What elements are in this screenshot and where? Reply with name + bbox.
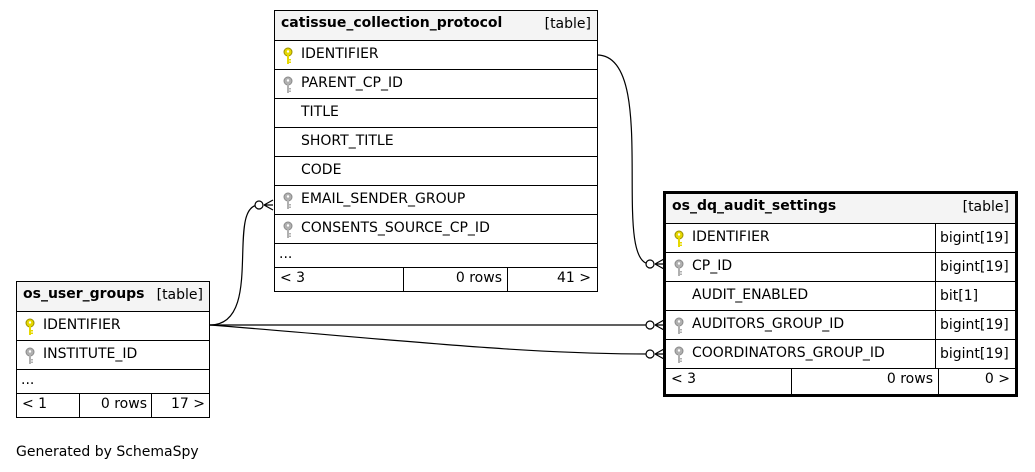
column-name: INSTITUTE_ID [43, 346, 138, 362]
column-row[interactable]: IDENTIFIER [275, 41, 597, 70]
column-row[interactable]: AUDITORS_GROUP_ID bigint[19] [666, 311, 1015, 340]
table-header: catissue_collection_protocol [table] [275, 11, 597, 41]
column-list: IDENTIFIER INSTITUTE_ID [17, 312, 209, 370]
foreign-key-icon [282, 221, 294, 239]
link-cp-id [596, 54, 651, 265]
column-name: CODE [301, 162, 342, 178]
column-name: AUDIT_ENABLED [692, 287, 809, 303]
column-name: TITLE [301, 104, 339, 120]
row-count: 0 rows [455, 270, 502, 286]
table-name: os_user_groups [23, 286, 145, 302]
column-type: bit[1] [935, 282, 1015, 310]
column-row[interactable]: AUDIT_ENABLED bit[1] [666, 282, 1015, 311]
column-name: SHORT_TITLE [301, 133, 394, 149]
table-footer: < 3 0 rows 0 > [666, 369, 1015, 394]
optional-marker [254, 200, 264, 210]
column-name: COORDINATORS_GROUP_ID [692, 345, 885, 361]
table-footer: < 1 0 rows 17 > [17, 394, 209, 417]
foreign-key-icon [673, 317, 685, 335]
column-list: IDENTIFIER PARENT_CP_ID TITLE SHORT_TITLE CO… [275, 41, 597, 244]
foreign-key-icon [282, 192, 294, 210]
column-row[interactable]: IDENTIFIER bigint[19] [666, 224, 1015, 253]
more-columns: ... [275, 244, 597, 268]
primary-key-icon [673, 230, 685, 248]
foreign-key-icon [282, 76, 294, 94]
optional-marker [645, 259, 655, 269]
column-name: EMAIL_SENDER_GROUP [301, 191, 466, 207]
parents-count[interactable]: < 1 [22, 396, 48, 412]
parents-count[interactable]: < 3 [671, 371, 697, 387]
optional-marker [645, 349, 655, 359]
column-row[interactable]: CONSENTS_SOURCE_CP_ID [275, 215, 597, 244]
table-header: os_user_groups [table] [17, 282, 209, 312]
row-count: 0 rows [886, 371, 933, 387]
link-coordinators-group [209, 324, 651, 355]
table-catissue-collection-protocol[interactable]: catissue_collection_protocol [table] IDE… [274, 10, 598, 292]
foreign-key-icon [673, 346, 685, 364]
column-name: IDENTIFIER [692, 229, 770, 245]
table-header: os_dq_audit_settings [table] [666, 194, 1015, 224]
table-name: os_dq_audit_settings [672, 198, 837, 214]
optional-marker [645, 320, 655, 330]
table-kind: [table] [544, 16, 591, 32]
ellipsis: ... [279, 246, 293, 262]
primary-key-icon [24, 318, 36, 336]
column-name: IDENTIFIER [43, 317, 121, 333]
column-row[interactable]: IDENTIFIER [17, 312, 209, 341]
column-row[interactable]: CODE [275, 157, 597, 186]
column-name: CONSENTS_SOURCE_CP_ID [301, 220, 490, 236]
primary-key-icon [282, 47, 294, 65]
column-row[interactable]: SHORT_TITLE [275, 128, 597, 157]
table-kind: [table] [962, 199, 1009, 215]
link-email-sender-group [209, 204, 260, 326]
ellipsis: ... [21, 372, 35, 388]
foreign-key-icon [24, 347, 36, 365]
foreign-key-icon [673, 259, 685, 277]
column-name: CP_ID [692, 258, 733, 274]
children-count[interactable]: 0 > [984, 371, 1010, 387]
column-name: AUDITORS_GROUP_ID [692, 316, 845, 332]
column-row[interactable]: CP_ID bigint[19] [666, 253, 1015, 282]
more-columns: ... [17, 370, 209, 394]
row-count: 0 rows [100, 396, 147, 412]
column-type: bigint[19] [935, 253, 1015, 281]
column-type: bigint[19] [935, 340, 1015, 368]
column-row[interactable]: COORDINATORS_GROUP_ID bigint[19] [666, 340, 1015, 369]
column-name: PARENT_CP_ID [301, 75, 403, 91]
column-type: bigint[19] [935, 311, 1015, 339]
column-row[interactable]: EMAIL_SENDER_GROUP [275, 186, 597, 215]
table-os-user-groups[interactable]: os_user_groups [table] IDENTIFIER INSTITU… [16, 281, 210, 418]
column-row[interactable]: PARENT_CP_ID [275, 70, 597, 99]
table-kind: [table] [156, 287, 203, 303]
parents-count[interactable]: < 3 [280, 270, 306, 286]
column-row[interactable]: TITLE [275, 99, 597, 128]
table-os-dq-audit-settings[interactable]: os_dq_audit_settings [table] IDENTIFIER b… [663, 191, 1018, 397]
children-count[interactable]: 41 > [557, 270, 591, 286]
column-type: bigint[19] [935, 224, 1015, 252]
column-row[interactable]: INSTITUTE_ID [17, 341, 209, 370]
children-count[interactable]: 17 > [171, 396, 205, 412]
table-footer: < 3 0 rows 41 > [275, 268, 597, 291]
generated-by-label: Generated by SchemaSpy [16, 444, 199, 460]
table-name: catissue_collection_protocol [281, 15, 503, 31]
column-name: IDENTIFIER [301, 46, 379, 62]
